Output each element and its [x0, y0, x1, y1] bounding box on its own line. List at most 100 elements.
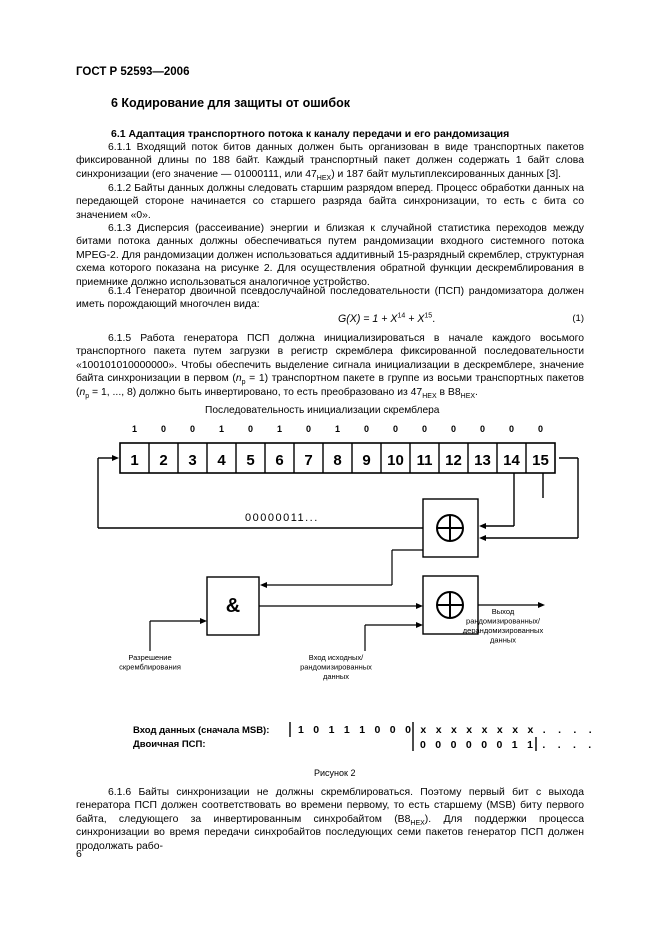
paragraph-6-1-6: 6.1.6 Байты синхронизации не должны скре… [76, 787, 584, 852]
data-bit: x [512, 724, 518, 736]
label-line: Вход исходных/ [309, 653, 364, 662]
init-bit: 0 [364, 424, 369, 434]
data-bit: 0 [390, 724, 396, 736]
data-bit: x [451, 724, 457, 736]
and-gate-box [206, 576, 260, 636]
data-bit: . [589, 724, 592, 736]
prbs-bit: 0 [420, 739, 426, 751]
data-bit: 1 [298, 724, 304, 736]
paragraph-6-1-4: 6.1.4 Генератор двоичной псевдослучайной… [76, 286, 584, 311]
init-bit: 0 [451, 424, 456, 434]
prbs-bit: . [542, 739, 545, 751]
register-cell-4: 4 [217, 452, 226, 469]
prbs-bit: . [558, 739, 561, 751]
feedback-xor-box [422, 498, 479, 558]
data-bit: x [497, 724, 503, 736]
data-bit: 0 [405, 724, 411, 736]
prbs-bit: . [588, 739, 591, 751]
data-bit: 1 [329, 724, 335, 736]
paragraph-6-1-2: 6.1.2 Байты данных должны следовать стар… [76, 183, 584, 221]
data-input-row-label: Вход данных (сначала MSB): [133, 725, 269, 736]
paragraph-6-1-3: 6.1.3 Дисперсия (рассеивание) энергии и … [76, 223, 584, 288]
label-line: рандомизированных [300, 663, 372, 672]
output-label: Выходрандомизированных/дерандомизированн… [463, 607, 544, 645]
prbs-bit: 1 [512, 739, 518, 751]
document-header: ГОСТ Р 52593—2006 [76, 66, 190, 78]
register-cell-3: 3 [188, 452, 196, 469]
figure-title: Последовательность инициализации скрембл… [205, 405, 440, 416]
section-heading: 6 Кодирование для защиты от ошибок [111, 96, 350, 110]
init-bit: 1 [132, 424, 137, 434]
init-bit: 0 [190, 424, 195, 434]
register-outline [119, 442, 556, 474]
register-cell-13: 13 [474, 452, 491, 469]
prbs-row-label: Двоичная ПСП: [133, 739, 206, 750]
init-bit-row: 1 0 0 1 0 1 0 1 0 0 0 0 0 0 0 [132, 424, 543, 434]
data-bit: x [482, 724, 488, 736]
data-bit: x [420, 724, 426, 736]
label-line: Выход [492, 607, 515, 616]
label-line: дерандомизированных [463, 626, 544, 635]
data-bit: . [543, 724, 546, 736]
init-bit: 0 [509, 424, 514, 434]
register-cell-15: 15 [532, 452, 549, 469]
prbs-bit: 1 [527, 739, 533, 751]
register-cell-10: 10 [387, 452, 404, 469]
register-cell-14: 14 [503, 452, 520, 469]
formula-number: (1) [572, 313, 584, 324]
register-cell-2: 2 [159, 452, 167, 469]
formula-1: G(X) = 1 + X14 + X15. (1) [338, 312, 584, 325]
feedback-sequence-label: 00000011... [245, 512, 319, 524]
prbs-bit: 0 [435, 739, 441, 751]
data-bit: x [466, 724, 472, 736]
data-bit: . [573, 724, 576, 736]
register-cell-11: 11 [417, 452, 433, 469]
init-bit: 0 [161, 424, 166, 434]
subsection-heading: 6.1 Адаптация транспортного потока к кан… [111, 128, 510, 140]
register-cell-7: 7 [304, 452, 312, 469]
label-line: данных [490, 636, 516, 645]
register-cell-8: 8 [333, 452, 341, 469]
init-bit: 0 [306, 424, 311, 434]
init-bit: 1 [335, 424, 340, 434]
register-cell-6: 6 [275, 452, 283, 469]
register-cell-12: 12 [445, 452, 462, 469]
data-bit: x [528, 724, 534, 736]
data-bit: 0 [313, 724, 319, 736]
prbs-bit: . [573, 739, 576, 751]
paragraph-6-1-1: 6.1.1 Входящий поток битов данных должен… [76, 142, 584, 182]
init-bit: 0 [538, 424, 543, 434]
and-gate-symbol: & [226, 595, 240, 617]
register-cell-9: 9 [362, 452, 370, 469]
label-line: Разрешение [128, 653, 171, 662]
page-number: 6 [76, 848, 82, 860]
data-bit: x [436, 724, 442, 736]
prbs-bit: 0 [451, 739, 457, 751]
prbs-bit: 0 [481, 739, 487, 751]
prbs-bit: 0 [497, 739, 503, 751]
label-line: скремблирования [119, 663, 181, 672]
label-line: данных [323, 672, 349, 681]
data-bit: 1 [359, 724, 365, 736]
init-bit: 1 [277, 424, 282, 434]
paragraph-6-1-5: 6.1.5 Работа генератора ПСП должна иници… [76, 333, 584, 400]
register-cell-5: 5 [246, 452, 254, 469]
init-bit: 0 [393, 424, 398, 434]
data-bit: 0 [375, 724, 381, 736]
data-bit: . [558, 724, 561, 736]
prbs-bit: 0 [466, 739, 472, 751]
init-bit: 1 [219, 424, 224, 434]
data-bit: 1 [344, 724, 350, 736]
figure-caption: Рисунок 2 [314, 768, 356, 778]
init-bit: 0 [422, 424, 427, 434]
label-line: рандомизированных/ [466, 617, 541, 626]
init-bit: 0 [248, 424, 253, 434]
init-bit: 0 [480, 424, 485, 434]
register-cell-1: 1 [130, 452, 138, 469]
